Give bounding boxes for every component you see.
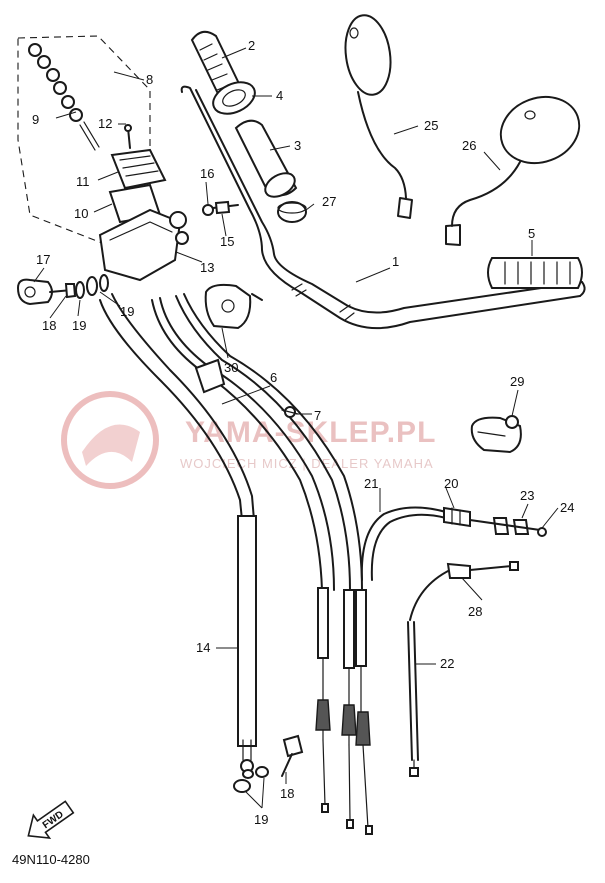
right-grip-group: [190, 30, 307, 223]
label-29: 29: [510, 374, 524, 389]
label-3: 3: [294, 138, 301, 153]
label-9: 9: [32, 112, 39, 127]
part-24-cable-end: [469, 519, 547, 537]
label-18-top: 18: [42, 318, 56, 333]
part-5-left-grip: [487, 257, 583, 289]
label-19-top-b: 19: [120, 304, 134, 319]
label-27: 27: [322, 194, 336, 209]
part-29-choke-lever: [470, 415, 522, 454]
label-26: 26: [462, 138, 476, 153]
part-15-16-screw: [202, 200, 239, 216]
label-16: 16: [200, 166, 214, 181]
label-30: 30: [224, 360, 238, 375]
watermark: YAMA-SKLEP.PL WOJCIECH MICZ | DEALER YAM…: [61, 391, 435, 489]
part-19-washers-top: [75, 274, 109, 299]
label-22: 22: [440, 656, 454, 671]
part-3-throttle-tube: [234, 119, 298, 198]
part-20-adjuster: [443, 506, 471, 528]
label-2: 2: [248, 38, 255, 53]
label-25: 25: [424, 118, 438, 133]
part-17-banjo: [16, 278, 53, 306]
label-13: 13: [200, 260, 214, 275]
label-21: 21: [364, 476, 378, 491]
part-labels: 2 4 3 8 9 12 11 10 16 15 13 17 18 19 19 …: [32, 38, 574, 827]
label-11: 11: [76, 174, 90, 189]
label-1: 1: [392, 254, 399, 269]
part-6-throttle-cables: [151, 293, 373, 835]
part-9-screws: [28, 43, 100, 151]
label-14: 14: [196, 640, 210, 655]
watermark-dealer: WOJCIECH MICZ | DEALER YAMAHA: [180, 456, 434, 471]
part-21-choke-cable: [360, 506, 447, 581]
label-4: 4: [276, 88, 283, 103]
part-7-clip: [281, 406, 299, 418]
part-14-brake-hose: [99, 293, 257, 773]
label-17: 17: [36, 252, 50, 267]
drawing-number: 49N110-4280: [12, 852, 90, 867]
label-19-top-a: 19: [72, 318, 86, 333]
part-18-bolt-top: [49, 283, 77, 299]
leader-lines: [33, 47, 559, 809]
label-20: 20: [444, 476, 458, 491]
part-28-cable-upper: [409, 561, 519, 621]
fwd-arrow-icon: FWD: [27, 800, 75, 840]
switch-group-outline: [17, 35, 151, 251]
label-10: 10: [74, 206, 88, 221]
label-7: 7: [314, 408, 321, 423]
watermark-logo-swoosh: [82, 424, 140, 466]
label-28: 28: [468, 604, 482, 619]
part-1-handlebar: [180, 85, 586, 330]
label-23: 23: [520, 488, 534, 503]
part-13-lever-holder: [98, 208, 189, 282]
part-18-bolt-bottom: [281, 734, 304, 777]
left-switch-group: [17, 35, 189, 282]
label-8: 8: [146, 72, 153, 87]
label-18-bottom: 18: [280, 786, 294, 801]
label-15: 15: [220, 234, 234, 249]
label-12: 12: [98, 116, 112, 131]
part-19-washers-bottom: [233, 766, 269, 793]
part-25-mirror: [344, 14, 413, 219]
label-6: 6: [270, 370, 277, 385]
label-5: 5: [528, 226, 535, 241]
part-26-mirror: [445, 95, 581, 246]
part-4-collar: [212, 81, 256, 115]
watermark-logo-icon: [61, 391, 159, 489]
part-11-switch-body: [110, 148, 167, 190]
part-27-ring: [277, 201, 307, 223]
label-19-bottom: 19: [254, 812, 268, 827]
part-22-cable-lower: [407, 621, 419, 777]
part-30-switch: [204, 283, 263, 330]
label-24: 24: [560, 500, 574, 515]
